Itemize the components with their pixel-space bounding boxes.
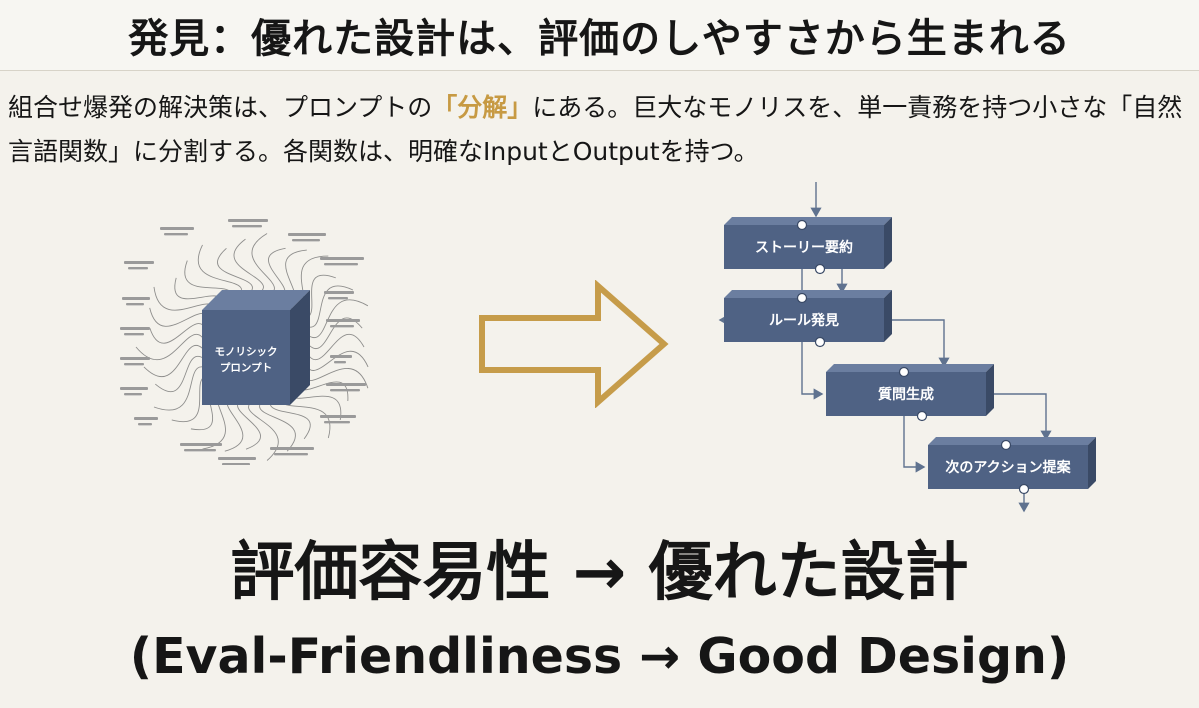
scribble-label [184,449,216,452]
scribble-label [324,263,358,266]
scribble-label [232,225,262,228]
scribble-label [334,361,346,364]
flow-input-port [898,366,910,378]
tangled-line [143,345,210,377]
scribble-label [120,387,148,390]
tangled-line [248,396,279,461]
monolith-cube-top [202,290,310,310]
flow-output-port [814,336,826,348]
monolith-cube-front [202,310,290,405]
flow-input-port [796,292,808,304]
scribble-label [134,417,158,420]
flow-step-block: 質問生成 [826,364,994,422]
flow-block-side [884,217,892,269]
flow-block-front [724,225,884,269]
transform-arrow-outline [479,280,669,408]
scribble-label [326,319,360,322]
flow-connector [903,416,926,473]
flow-block-front [928,445,1088,489]
scribble-label [320,257,364,260]
conclusion-japanese: 評価容易性 → 優れた設計 [230,536,969,610]
flow-block-top [724,217,892,225]
scribble-label [274,453,308,456]
tangled-line [300,299,369,338]
scribble-label [128,267,148,270]
flow-block-side [1088,437,1096,489]
scribble-label [292,239,320,242]
flow-step-block: 次のアクション提案 [928,437,1096,495]
scribble-label [270,447,314,450]
tangled-line [149,323,210,344]
flow-output-port [916,410,928,422]
tangled-line [303,333,365,361]
monolith-label-line2: プロンプト [220,361,272,374]
scribble-label [330,355,352,358]
flow-step-label: 次のアクション提案 [945,459,1071,476]
intro-accent: 「分解」 [432,93,533,122]
scribble-label [218,457,256,460]
flow-block-side [986,364,994,416]
scribble-label [160,227,194,230]
monolith-svg: モノリシック プロンプト [120,219,369,465]
flow-connector [986,393,1052,441]
scribble-label [124,393,142,396]
scribble-label [180,443,222,446]
scribble-label [288,233,326,236]
intro-part2: にある。巨大なモノリスを、単一責務を持つ小さな「自然言語関数」に分割する。各関数… [8,93,1183,166]
flow-step-label: 質問生成 [878,386,934,403]
scribble-label [328,297,348,300]
flow-output-port [814,263,826,275]
decomposed-flow: ストーリー要約ルール発見質問生成次のアクション提案 [700,180,1140,525]
flow-connector [801,342,824,400]
flow-step-label: ルール発見 [769,312,839,329]
flow-block-front [724,298,884,342]
flow-input-port [796,219,808,231]
conclusion-english: (Eval-Friendliness → Good Design) [129,628,1070,685]
scribble-label [124,261,154,264]
flow-block-front [826,372,986,416]
scribble-label [122,297,150,300]
scribble-label [330,325,354,328]
intro-part1: 組合せ爆発の解決策は、プロンプトの [8,93,433,122]
scribble-label [120,357,150,360]
transform-arrow-icon [479,280,669,408]
tangled-line [155,356,212,393]
scribble-label [124,333,144,336]
scribble-label [164,233,188,236]
scribble-label [320,415,356,418]
scribble-label [324,291,354,294]
flow-block-top [826,364,994,372]
scribble-label [124,363,144,366]
scribble-labels [120,219,366,465]
scribble-label [126,303,144,306]
monolith-illustration: モノリシック プロンプト [120,215,370,465]
flow-output-port [1018,483,1030,495]
flow-connector [884,319,950,368]
scribble-label [222,463,250,465]
scribble-label [228,219,268,222]
tangled-line [302,317,363,349]
flow-step-block: ルール発見 [724,290,892,348]
scribble-label [324,421,350,424]
monolith-label-line1: モノリシック [215,346,278,358]
flow-block-side [884,290,892,342]
scribble-label [326,383,366,386]
tangled-line [302,350,369,371]
title-bar: 発見：優れた設計は、評価のしやすさから生まれる [0,0,1199,71]
scribble-label [138,423,152,426]
scribble-label [330,389,360,392]
flow-step-label: ストーリー要約 [755,239,853,256]
flow-block-top [928,437,1096,445]
page-title: 発見：優れた設計は、評価のしやすさから生まれる [128,16,1071,62]
flow-block-top [724,290,892,298]
scribble-label [120,327,150,330]
monolith-cube-side [290,290,310,405]
intro-text: 組合せ爆発の解決策は、プロンプトの「分解」にある。巨大なモノリスを、単一責務を持… [8,86,1188,174]
flow-step-block: ストーリー要約 [724,217,892,275]
flow-input-port [1000,439,1012,451]
